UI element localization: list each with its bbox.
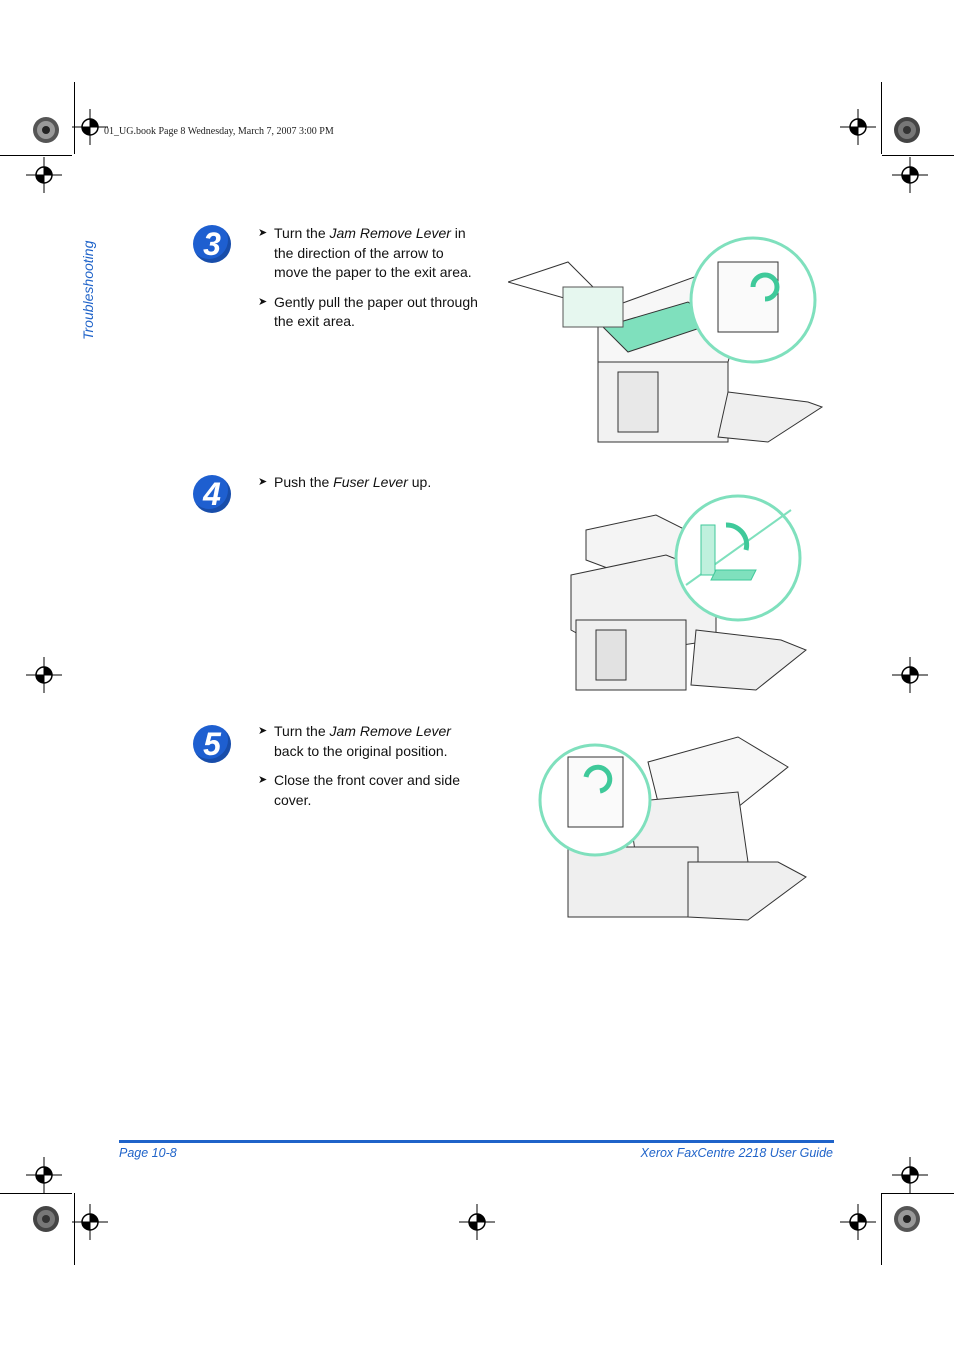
bullet-arrow-icon: ➤: [258, 476, 268, 488]
starburst-target-icon: [894, 1206, 920, 1232]
registration-mark-icon: [459, 1204, 495, 1240]
close-cover-illustration: [538, 732, 810, 924]
section-side-title: Troubleshooting: [80, 240, 96, 340]
footer-rule: [119, 1140, 834, 1143]
instruction-item: ➤Gently pull the paper out through the e…: [258, 293, 478, 330]
step-number-5: 5: [193, 725, 231, 763]
crop-line: [0, 155, 72, 156]
bullet-arrow-icon: ➤: [258, 295, 268, 308]
crop-line: [882, 1193, 954, 1194]
registration-mark-icon: [72, 109, 108, 145]
crop-line: [882, 155, 954, 156]
registration-mark-icon: [892, 1157, 928, 1193]
page-number: Page 10-8: [119, 1146, 177, 1160]
bullet-arrow-icon: ➤: [258, 774, 268, 786]
guide-title: Xerox FaxCentre 2218 User Guide: [640, 1146, 833, 1160]
step-number-3: 3: [193, 225, 231, 263]
crop-line: [881, 1193, 882, 1265]
bullet-arrow-icon: ➤: [258, 725, 268, 737]
registration-mark-icon: [72, 1204, 108, 1240]
jam-remove-lever-illustration: [508, 232, 826, 450]
crop-line: [74, 82, 75, 154]
registration-mark-icon: [26, 1157, 62, 1193]
bullet-arrow-icon: ➤: [258, 227, 268, 239]
crop-line: [0, 1193, 72, 1194]
crop-line: [881, 82, 882, 154]
registration-mark-icon: [892, 157, 928, 193]
instruction-item: ➤Turn the Jam Remove Lever in the direct…: [258, 225, 472, 280]
starburst-target-icon: [894, 117, 920, 143]
registration-mark-icon: [26, 657, 62, 693]
starburst-target-icon: [33, 117, 59, 143]
starburst-target-icon: [33, 1206, 59, 1232]
crop-line: [74, 1193, 75, 1265]
instruction-item: ➤Push the Fuser Lever up.: [258, 473, 478, 493]
instruction-item: ➤Close the front cover and side cover.: [258, 772, 460, 808]
step-5-instructions: ➤Turn the Jam Remove Lever back to the o…: [258, 722, 478, 820]
registration-mark-icon: [26, 157, 62, 193]
registration-mark-icon: [840, 109, 876, 145]
registration-mark-icon: [840, 1204, 876, 1240]
step-4-instructions: ➤Push the Fuser Lever up.: [258, 473, 478, 503]
registration-mark-icon: [892, 657, 928, 693]
instruction-item: ➤Turn the Jam Remove Lever back to the o…: [258, 723, 451, 759]
fuser-lever-illustration: [566, 480, 812, 698]
step-number-4: 4: [193, 475, 231, 513]
print-header: 01_UG.book Page 8 Wednesday, March 7, 20…: [104, 126, 334, 137]
step-3-instructions: ➤Turn the Jam Remove Lever in the direct…: [258, 224, 478, 342]
